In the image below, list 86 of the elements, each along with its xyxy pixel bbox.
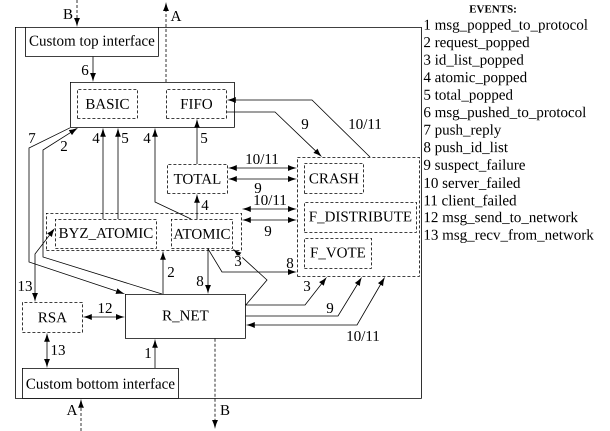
arrow bbox=[208, 248, 296, 275]
edge-label: 7 bbox=[28, 132, 36, 144]
event-list-item: 8 push_id_list bbox=[424, 142, 508, 156]
edge-label: 2 bbox=[60, 140, 68, 152]
edge-label: 10/11 bbox=[244, 153, 280, 165]
module-box: RSA bbox=[22, 302, 83, 333]
edge-label: 6 bbox=[80, 64, 90, 76]
edge-label: 9 bbox=[300, 118, 310, 130]
arrow bbox=[160, 252, 166, 294]
arrow bbox=[234, 250, 268, 306]
edge-label: 9 bbox=[264, 225, 272, 237]
edge-label: A bbox=[170, 10, 182, 22]
edge-label: 3 bbox=[302, 280, 312, 292]
event-list-item: 3 id_list_popped bbox=[424, 54, 524, 68]
edge-label: 10/11 bbox=[346, 330, 380, 342]
arrow bbox=[228, 97, 370, 158]
arrow bbox=[78, 400, 84, 431]
edge-label: 5 bbox=[200, 132, 208, 144]
legend-heading: EVENTS: bbox=[469, 5, 516, 13]
arrow bbox=[194, 120, 200, 164]
arrow bbox=[226, 112, 322, 156]
edge-label: 10/11 bbox=[252, 194, 288, 206]
arrow bbox=[163, 3, 169, 82]
edge-label: 2 bbox=[166, 266, 176, 278]
arrow bbox=[205, 248, 211, 293]
event-list-item: 5 total_popped bbox=[424, 89, 513, 103]
event-list-item: 13 msg_recv_from_network bbox=[424, 229, 594, 243]
event-list-item: 7 push_reply bbox=[424, 124, 502, 138]
module-box: ATOMIC bbox=[171, 219, 233, 249]
arrow bbox=[243, 217, 296, 223]
module-box: F_DISTRIBUTE bbox=[304, 202, 417, 233]
module-group-box bbox=[46, 213, 242, 251]
edge-label: 4 bbox=[142, 132, 152, 144]
arrow bbox=[42, 128, 162, 294]
module-box: TOTAL bbox=[167, 164, 228, 194]
module-box: F_VOTE bbox=[304, 238, 372, 269]
arrow bbox=[152, 129, 192, 220]
edge-label: B bbox=[220, 404, 230, 416]
edge-label: 13 bbox=[17, 280, 33, 292]
arrow bbox=[32, 229, 54, 301]
arrow bbox=[152, 340, 158, 368]
event-list-item: 4 atomic_popped bbox=[424, 72, 527, 86]
module-box: CRASH bbox=[304, 163, 364, 194]
module-box: BASIC bbox=[77, 89, 138, 119]
edge-label: 9 bbox=[326, 302, 334, 314]
arrow bbox=[243, 206, 296, 212]
edge-label: 9 bbox=[254, 182, 262, 194]
edge-label: 5 bbox=[120, 132, 130, 144]
module-group-box bbox=[297, 157, 420, 277]
arrow bbox=[194, 195, 200, 220]
arrow bbox=[247, 278, 384, 328]
event-list-item: 9 suspect_failure bbox=[424, 159, 525, 173]
arrow bbox=[245, 278, 326, 306]
arrow bbox=[28, 127, 124, 294]
module-box: R_NET bbox=[125, 294, 246, 339]
event-list-item: 2 request_popped bbox=[424, 36, 530, 50]
edge-label: A bbox=[66, 404, 78, 416]
arrow bbox=[229, 165, 296, 171]
edge-label: 12 bbox=[97, 302, 113, 314]
event-list-item: 10 server_failed bbox=[424, 177, 520, 190]
arrow bbox=[115, 129, 121, 220]
edge-label: 4 bbox=[92, 132, 100, 144]
module-box: BYZ_ATOMIC bbox=[55, 219, 157, 249]
interface-box: Custom bottom interface bbox=[22, 368, 179, 399]
event-list-item: 6 msg_pushed_to_protocol bbox=[424, 106, 586, 120]
arrow bbox=[90, 56, 96, 81]
interface-box: Custom top interface bbox=[25, 27, 159, 57]
arrow bbox=[84, 314, 124, 320]
edge-label: 13 bbox=[50, 344, 66, 356]
event-list-item: 1 msg_popped_to_protocol bbox=[424, 19, 588, 33]
edge-label: 8 bbox=[196, 275, 204, 287]
arrow bbox=[74, 0, 80, 26]
module-box: FIFO bbox=[166, 89, 227, 119]
edge-label: 10/11 bbox=[348, 118, 382, 130]
edge-label: 1 bbox=[144, 348, 152, 358]
edge-label: 8 bbox=[286, 257, 294, 269]
event-list-item: 11 client_failed bbox=[424, 194, 516, 208]
edge-label: 3 bbox=[234, 255, 242, 267]
edge-label: 4 bbox=[200, 200, 210, 210]
arrow bbox=[245, 278, 362, 316]
arrow bbox=[212, 338, 218, 428]
arrow bbox=[229, 176, 296, 182]
arrow bbox=[44, 334, 50, 367]
edge-label: B bbox=[62, 8, 74, 20]
arrow bbox=[100, 129, 106, 220]
module-box bbox=[70, 82, 235, 128]
